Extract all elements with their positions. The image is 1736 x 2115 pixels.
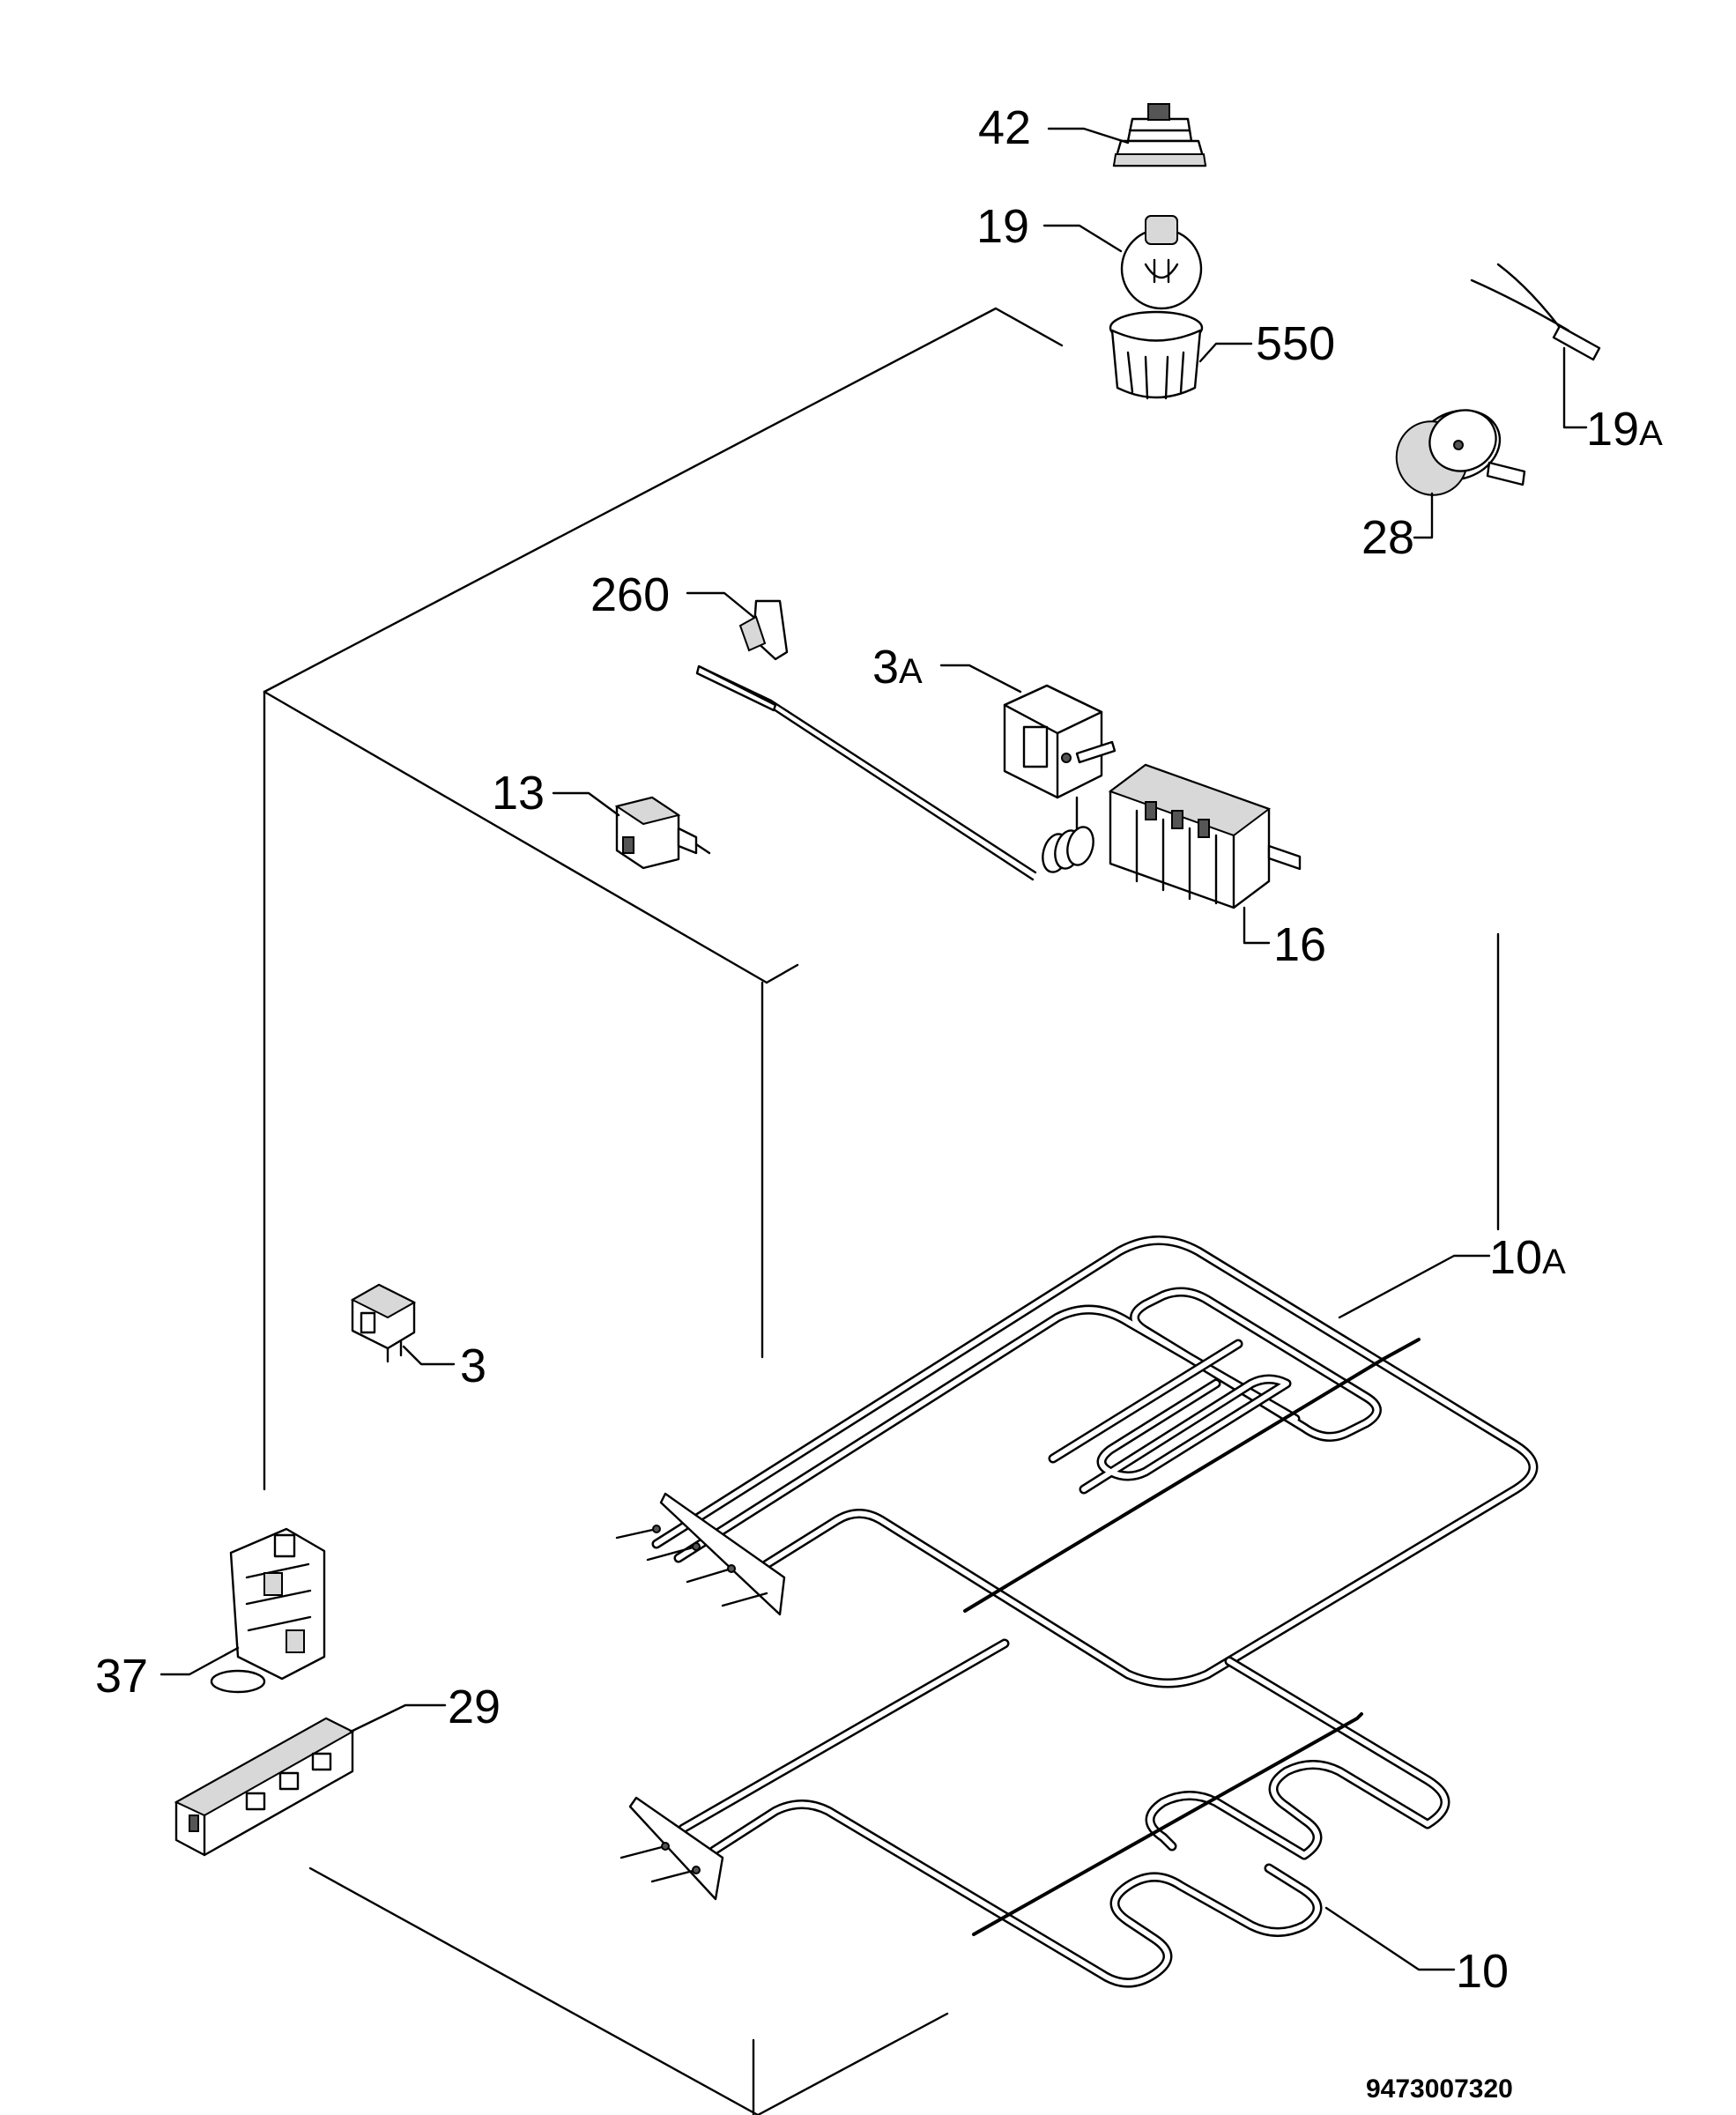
label-16: 16: [1273, 918, 1326, 971]
label-3a-suffix: A: [899, 652, 923, 691]
leader-550: [1198, 342, 1253, 363]
label-3a: 3A: [872, 641, 923, 694]
leader-28: [1413, 492, 1434, 539]
part-13-switch-icon: [614, 796, 711, 870]
part-29-terminal-block-icon: [174, 1717, 355, 1857]
part-550-lamp-glass-icon: [1109, 310, 1204, 400]
label-3a-number: 3: [872, 641, 899, 694]
part-19a-sensor-icon: [1470, 263, 1601, 361]
part-28-thermostat-icon: [1395, 409, 1526, 496]
leader-3a: [939, 664, 1022, 694]
cabinet-outline: [263, 307, 1500, 2115]
leader-42: [1047, 127, 1130, 145]
part-37-bracket-icon: [210, 1527, 326, 1694]
label-10: 10: [1456, 1945, 1509, 1998]
leader-260: [686, 591, 755, 619]
leader-29: [349, 1703, 447, 1733]
label-550: 550: [1256, 317, 1335, 370]
label-19a: 19A: [1586, 403, 1663, 456]
label-42: 42: [978, 101, 1031, 154]
label-19a-number: 19: [1586, 403, 1639, 456]
capillary-tube-icon: [695, 664, 1094, 881]
part-10-heating-element-icon: [619, 1638, 1450, 1988]
label-29: 29: [448, 1681, 501, 1733]
part-10a-grill-element-icon: [615, 1236, 1539, 1688]
label-3: 3: [460, 1340, 486, 1392]
label-260: 260: [590, 568, 670, 621]
drawing-number: 9473007320: [1366, 2074, 1513, 2104]
label-19a-suffix: A: [1639, 414, 1663, 453]
leader-10a: [1338, 1254, 1491, 1319]
leader-16: [1243, 906, 1271, 945]
part-19-bulb-icon: [1120, 215, 1203, 310]
part-260-clip-icon: [738, 599, 789, 661]
label-10a-suffix: A: [1542, 1243, 1566, 1281]
leader-13: [552, 791, 620, 817]
part-42-lamp-holder-icon: [1112, 103, 1207, 167]
part-3-microswitch-icon: [350, 1283, 417, 1363]
label-10a: 10A: [1489, 1231, 1566, 1284]
label-10a-number: 10: [1489, 1231, 1542, 1284]
label-19: 19: [976, 200, 1029, 253]
label-37: 37: [95, 1650, 148, 1703]
leader-37: [160, 1646, 240, 1676]
leader-19a: [1562, 346, 1588, 429]
part-3a-thermostat-icon: [1003, 684, 1117, 799]
leader-10: [1324, 1906, 1456, 1971]
label-13: 13: [492, 767, 545, 820]
label-28: 28: [1361, 511, 1414, 564]
leader-19: [1042, 224, 1123, 253]
part-16-selector-switch-icon: [1108, 763, 1302, 909]
leader-3: [402, 1345, 456, 1366]
